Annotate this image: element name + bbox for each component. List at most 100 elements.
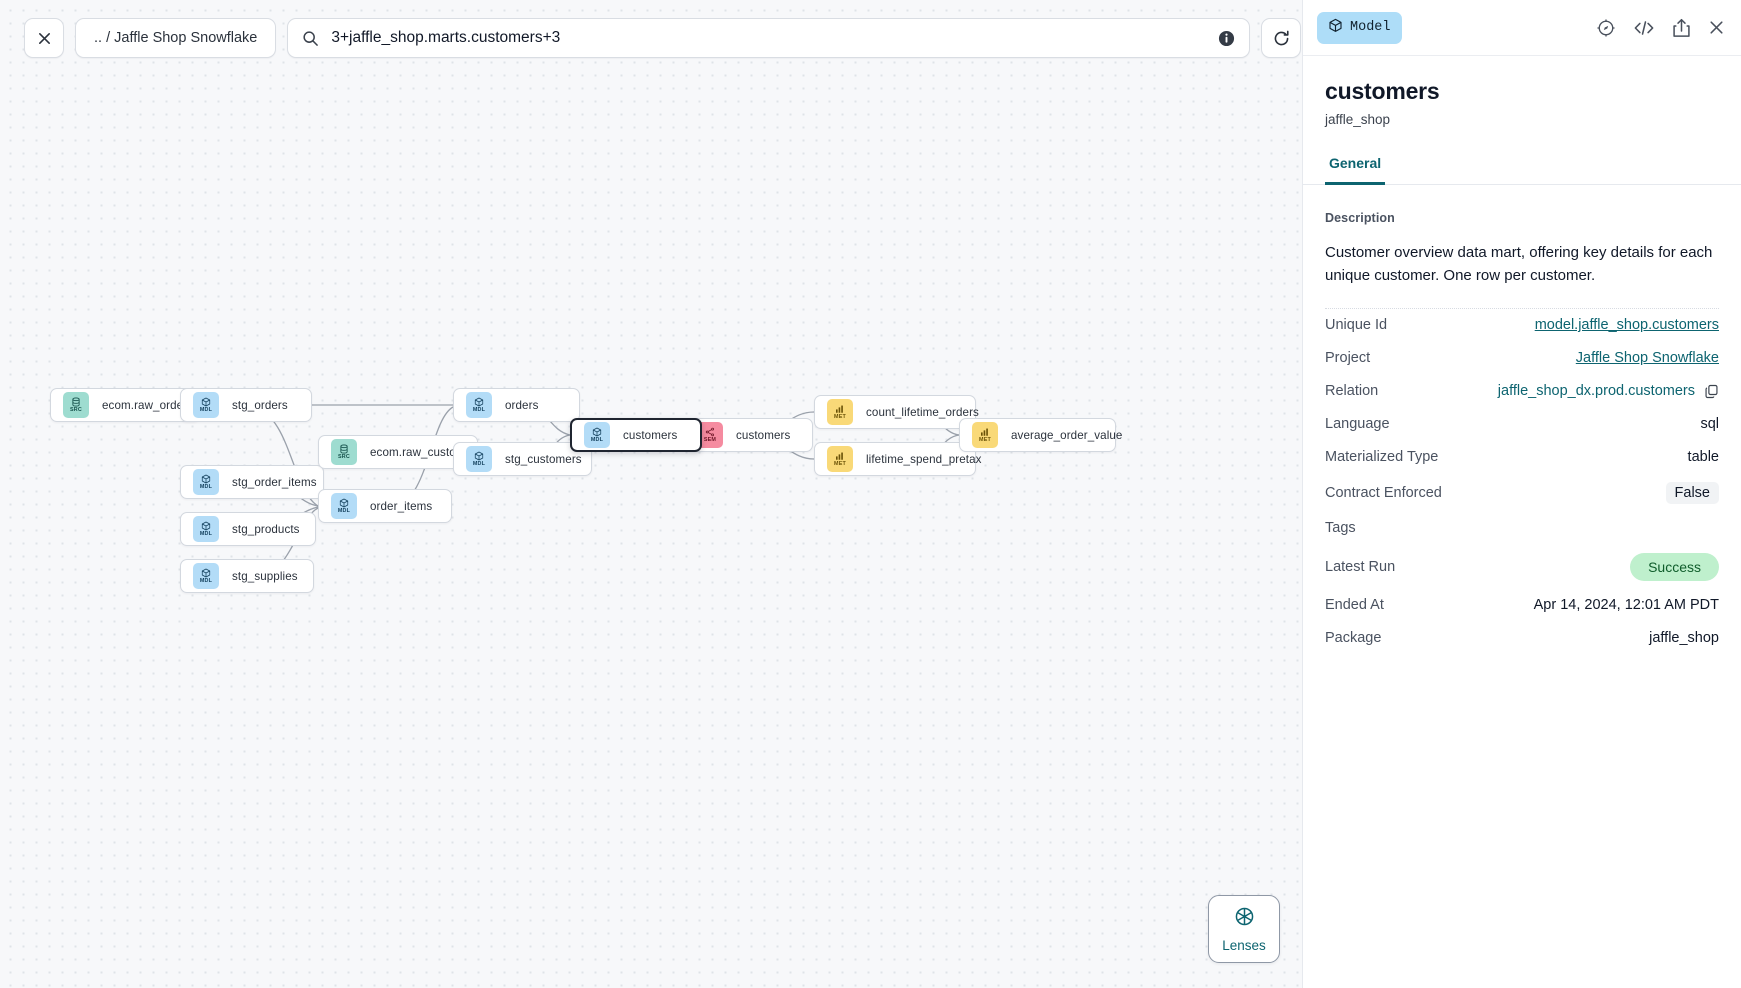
focus-icon[interactable] bbox=[1596, 18, 1616, 38]
property-row: Unique Id model.jaffle_shop.customers bbox=[1325, 309, 1719, 342]
property-key: Relation bbox=[1325, 383, 1379, 399]
search-input[interactable] bbox=[331, 29, 1207, 47]
close-lineage-button[interactable] bbox=[24, 18, 64, 58]
property-key: Unique Id bbox=[1325, 317, 1388, 333]
node-type-badge-mdl-icon: MDL bbox=[193, 392, 219, 418]
lineage-node-label: customers bbox=[623, 428, 678, 442]
tab-general[interactable]: General bbox=[1325, 155, 1386, 185]
node-type-badge-mdl-icon: MDL bbox=[331, 493, 357, 519]
lineage-node-label: order_items bbox=[370, 499, 433, 513]
lineage-node-label: stg_products bbox=[232, 522, 300, 536]
property-value-text: jaffle_shop_dx.prod.customers bbox=[1497, 383, 1695, 399]
node-type-badge[interactable]: Model bbox=[1317, 11, 1402, 44]
breadcrumb[interactable]: .. / Jaffle Shop Snowflake bbox=[75, 18, 277, 58]
close-icon bbox=[37, 31, 52, 46]
node-type-badge-mdl-icon: MDL bbox=[193, 516, 219, 542]
node-type-badge-mdl-icon: MDL bbox=[193, 563, 219, 589]
page-subtitle: jaffle_shop bbox=[1325, 112, 1391, 127]
description-label: Description bbox=[1325, 211, 1395, 225]
property-key: Project bbox=[1325, 350, 1371, 366]
property-value: jaffle_shop bbox=[1649, 630, 1719, 646]
node-type-badge-mdl-icon: MDL bbox=[584, 422, 610, 448]
node-type-badge-mdl-icon: MDL bbox=[193, 469, 219, 495]
lineage-node-label: stg_supplies bbox=[232, 569, 298, 583]
copy-icon[interactable] bbox=[1704, 384, 1719, 399]
property-value: Apr 14, 2024, 12:01 AM PDT bbox=[1533, 597, 1719, 613]
aperture-icon bbox=[1234, 906, 1255, 932]
refresh-button[interactable] bbox=[1261, 18, 1302, 58]
lineage-node-stg_supplies[interactable]: MDL stg_supplies bbox=[180, 559, 314, 593]
cube-icon bbox=[1328, 18, 1343, 38]
property-row: Language sql bbox=[1325, 408, 1719, 441]
lineage-node-label: stg_order_items bbox=[232, 475, 317, 489]
property-row: Project Jaffle Shop Snowflake bbox=[1325, 342, 1719, 375]
property-value: table bbox=[1687, 449, 1719, 465]
page-title: customers bbox=[1325, 78, 1440, 104]
canvas-toolbar: .. / Jaffle Shop Snowflake bbox=[24, 18, 1302, 58]
lineage-node-orders[interactable]: MDL orders bbox=[453, 388, 580, 422]
node-type-badge-src-icon: SRC bbox=[331, 439, 357, 465]
details-panel-header: Model bbox=[1303, 0, 1741, 56]
description-text: Customer overview data mart, offering ke… bbox=[1325, 241, 1719, 309]
lineage-node-average_order_value[interactable]: MET average_order_value bbox=[959, 418, 1122, 452]
property-row: Materialized Type table bbox=[1325, 441, 1719, 474]
lineage-node-stg_orders[interactable]: MDL stg_orders bbox=[180, 388, 312, 422]
property-row: Ended At Apr 14, 2024, 12:01 AM PDT bbox=[1325, 589, 1719, 622]
lenses-label: Lenses bbox=[1222, 937, 1266, 953]
property-key: Ended At bbox=[1325, 597, 1384, 613]
lineage-node-label: customers bbox=[736, 428, 791, 442]
property-key: Package bbox=[1325, 630, 1382, 646]
node-type-badge-met-icon: MET bbox=[972, 422, 998, 448]
property-row: Relation jaffle_shop_dx.prod.customers bbox=[1325, 375, 1719, 408]
property-key: Language bbox=[1325, 416, 1390, 432]
lineage-node-order_items[interactable]: MDL order_items bbox=[318, 489, 452, 523]
code-icon[interactable] bbox=[1633, 18, 1655, 38]
lineage-node-label: orders bbox=[505, 398, 539, 412]
property-value-link[interactable]: model.jaffle_shop.customers bbox=[1534, 317, 1719, 333]
property-key: Contract Enforced bbox=[1325, 484, 1442, 501]
lenses-button[interactable]: Lenses bbox=[1208, 895, 1280, 963]
details-tabs: General bbox=[1303, 155, 1741, 185]
lineage-node-customers_model[interactable]: MDL customers bbox=[570, 418, 702, 452]
property-key: Materialized Type bbox=[1325, 449, 1439, 465]
search-icon bbox=[302, 30, 319, 47]
lineage-node-stg_products[interactable]: MDL stg_products bbox=[180, 512, 316, 546]
property-key: Latest Run bbox=[1325, 558, 1396, 575]
property-row: Tags bbox=[1325, 512, 1719, 545]
share-icon[interactable] bbox=[1672, 18, 1691, 38]
node-type-label: Model bbox=[1350, 20, 1391, 35]
lineage-node-label: lifetime_spend_pretax bbox=[866, 452, 982, 466]
node-type-badge-mdl-icon: MDL bbox=[466, 446, 492, 472]
property-row: Latest Run Success bbox=[1325, 545, 1719, 589]
details-header: customers jaffle_shop bbox=[1303, 56, 1741, 127]
property-value: sql bbox=[1700, 416, 1719, 432]
property-value-link[interactable]: jaffle_shop_dx.prod.customers bbox=[1498, 383, 1719, 399]
property-row: Package jaffle_shop bbox=[1325, 622, 1719, 655]
panel-action-group bbox=[1596, 18, 1725, 38]
refresh-icon bbox=[1272, 29, 1291, 48]
lineage-node-label: stg_orders bbox=[232, 398, 288, 412]
details-body: Description Customer overview data mart,… bbox=[1303, 185, 1741, 988]
property-value-link[interactable]: Jaffle Shop Snowflake bbox=[1575, 350, 1719, 366]
node-type-badge-met-icon: MET bbox=[827, 446, 853, 472]
property-row: Contract Enforced False bbox=[1325, 474, 1719, 512]
details-panel: Model bbox=[1302, 0, 1741, 988]
lineage-node-label: count_lifetime_orders bbox=[866, 405, 979, 419]
node-type-badge-src-icon: SRC bbox=[63, 392, 89, 418]
status-badge: Success bbox=[1630, 552, 1719, 581]
close-panel-icon[interactable] bbox=[1708, 19, 1725, 36]
property-key: Tags bbox=[1325, 520, 1356, 536]
lineage-node-stg_order_items[interactable]: MDL stg_order_items bbox=[180, 465, 324, 499]
lineage-node-lifetime_spend_pretax[interactable]: MET lifetime_spend_pretax bbox=[814, 442, 981, 476]
info-icon[interactable] bbox=[1218, 30, 1235, 47]
property-value: False bbox=[1665, 481, 1719, 504]
node-type-badge-mdl-icon: MDL bbox=[466, 392, 492, 418]
lineage-search-bar[interactable] bbox=[287, 18, 1251, 58]
lineage-node-label: average_order_value bbox=[1011, 428, 1123, 442]
